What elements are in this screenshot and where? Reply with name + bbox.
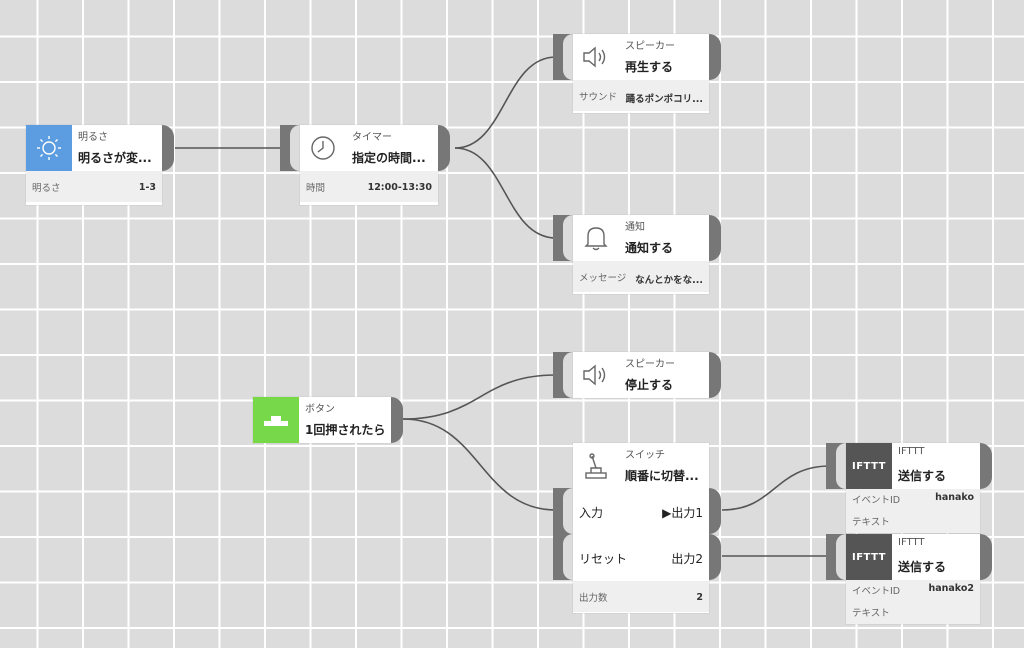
- switch-node[interactable]: スイッチ 順番に切替... 入力 ▶出力1 リセット 出力2 出力数 2: [573, 443, 709, 613]
- node-title: 明るさが変...: [78, 151, 152, 165]
- ifttt-node-1[interactable]: IFTTT IFTTT 送信する イベントID hanako テキスト: [846, 443, 980, 533]
- node-title: 停止する: [625, 378, 674, 392]
- switch-reset-port[interactable]: [553, 534, 573, 580]
- ifttt2-output-port[interactable]: [980, 534, 992, 580]
- wire-button-speaker2: [402, 374, 557, 420]
- notify-output-port[interactable]: [709, 215, 721, 261]
- speaker2-output-port[interactable]: [709, 352, 721, 398]
- ifttt2-input-port[interactable]: [826, 534, 846, 580]
- ifttt-node-2[interactable]: IFTTT IFTTT 送信する イベントID hanako2 テキスト: [846, 534, 980, 624]
- output2-label: 出力2: [671, 552, 703, 566]
- param-label: 出力数: [579, 593, 608, 604]
- param-value: なんとかをな...: [635, 275, 703, 286]
- brightness-output-port[interactable]: [162, 125, 174, 171]
- notify-input-port[interactable]: [553, 215, 573, 261]
- wire-timer-notify: [454, 147, 557, 239]
- node-title: 順番に切替...: [625, 469, 699, 483]
- param-row-event[interactable]: イベントID hanako2: [846, 580, 980, 602]
- switch-io-row-1: 入力 ▶出力1: [573, 489, 709, 535]
- lever-switch-icon: [573, 443, 619, 489]
- node-category: スイッチ: [625, 450, 665, 461]
- notify-node[interactable]: 通知 通知する メッセージ なんとかをな...: [573, 215, 709, 294]
- speaker-stop-node[interactable]: スピーカー 停止する: [573, 352, 709, 398]
- sun-icon: [26, 125, 72, 171]
- switch-input-port[interactable]: [553, 488, 573, 534]
- speaker-play-node[interactable]: スピーカー 再生する サウンド 踊るポンポコリ...: [573, 34, 709, 113]
- timer-input-port[interactable]: [280, 125, 300, 171]
- node-category: スピーカー: [625, 359, 675, 370]
- param-row[interactable]: 出力数 2: [573, 581, 709, 612]
- node-title: 1回押されたら: [305, 423, 386, 437]
- speaker1-output-port[interactable]: [709, 34, 721, 80]
- bell-icon: [573, 215, 619, 261]
- output1-label: ▶出力1: [662, 506, 703, 520]
- button-icon: [253, 397, 299, 443]
- brightness-node[interactable]: 明るさ 明るさが変... 明るさ 1-3: [26, 125, 162, 205]
- ifttt-logo-icon: IFTTT: [846, 443, 892, 489]
- param-label: メッセージ: [579, 273, 627, 284]
- param-label: イベントID: [852, 495, 901, 506]
- param-value: 踊るポンポコリ...: [625, 94, 703, 105]
- switch-io-row-2: リセット 出力2: [573, 535, 709, 581]
- param-row-text[interactable]: テキスト: [846, 602, 980, 624]
- ifttt-logo: IFTTT: [852, 551, 886, 563]
- ifttt1-input-port[interactable]: [826, 443, 846, 489]
- speaker-icon: [573, 352, 619, 398]
- button-output-port[interactable]: [391, 397, 403, 443]
- param-label: テキスト: [852, 517, 890, 528]
- param-label: 明るさ: [32, 183, 61, 194]
- reset-label: リセット: [579, 552, 628, 566]
- param-value: hanako: [935, 492, 974, 503]
- param-value: 2: [696, 592, 703, 603]
- node-title: 指定の時間...: [352, 151, 426, 165]
- node-title: 通知する: [625, 241, 674, 255]
- ifttt-logo-icon: IFTTT: [846, 534, 892, 580]
- node-category: ボタン: [305, 404, 335, 415]
- param-row[interactable]: 時間 12:00-13:30: [300, 171, 438, 202]
- speaker1-input-port[interactable]: [553, 34, 573, 80]
- wire-switch-ifttt1: [721, 465, 831, 511]
- wire-button-switch: [402, 418, 557, 511]
- param-row-text[interactable]: テキスト: [846, 511, 980, 533]
- input-label: 入力: [579, 506, 604, 520]
- ifttt-logo: IFTTT: [852, 460, 886, 472]
- ifttt1-output-port[interactable]: [980, 443, 992, 489]
- param-row[interactable]: メッセージ なんとかをな...: [573, 261, 709, 292]
- switch-output2-port[interactable]: [709, 534, 721, 580]
- param-value: 12:00-13:30: [367, 182, 432, 193]
- wire-timer-speaker1: [454, 56, 557, 149]
- param-row-event[interactable]: イベントID hanako: [846, 489, 980, 511]
- param-value: hanako2: [928, 583, 974, 594]
- node-title: 送信する: [898, 469, 947, 483]
- timer-node[interactable]: タイマー 指定の時間... 時間 12:00-13:30: [300, 125, 438, 205]
- speaker-icon: [573, 34, 619, 80]
- node-category: 明るさ: [78, 132, 108, 143]
- param-row[interactable]: サウンド 踊るポンポコリ...: [573, 80, 709, 111]
- node-category: 通知: [625, 222, 645, 233]
- node-category: スピーカー: [625, 41, 675, 52]
- param-label: 時間: [306, 183, 326, 194]
- speaker2-input-port[interactable]: [553, 352, 573, 398]
- param-value: 1-3: [138, 182, 156, 193]
- button-node[interactable]: ボタン 1回押されたら: [253, 397, 391, 443]
- node-category: IFTTT: [898, 537, 925, 548]
- switch-output1-port[interactable]: [709, 488, 721, 534]
- param-label: イベントID: [852, 586, 901, 597]
- param-row[interactable]: 明るさ 1-3: [26, 171, 162, 202]
- param-label: サウンド: [579, 92, 618, 103]
- param-label: テキスト: [852, 608, 890, 619]
- clock-icon: [300, 125, 346, 171]
- node-category: IFTTT: [898, 446, 925, 457]
- timer-output-port[interactable]: [438, 125, 450, 171]
- node-title: 送信する: [898, 560, 947, 574]
- node-title: 再生する: [625, 60, 674, 74]
- node-category: タイマー: [352, 132, 392, 143]
